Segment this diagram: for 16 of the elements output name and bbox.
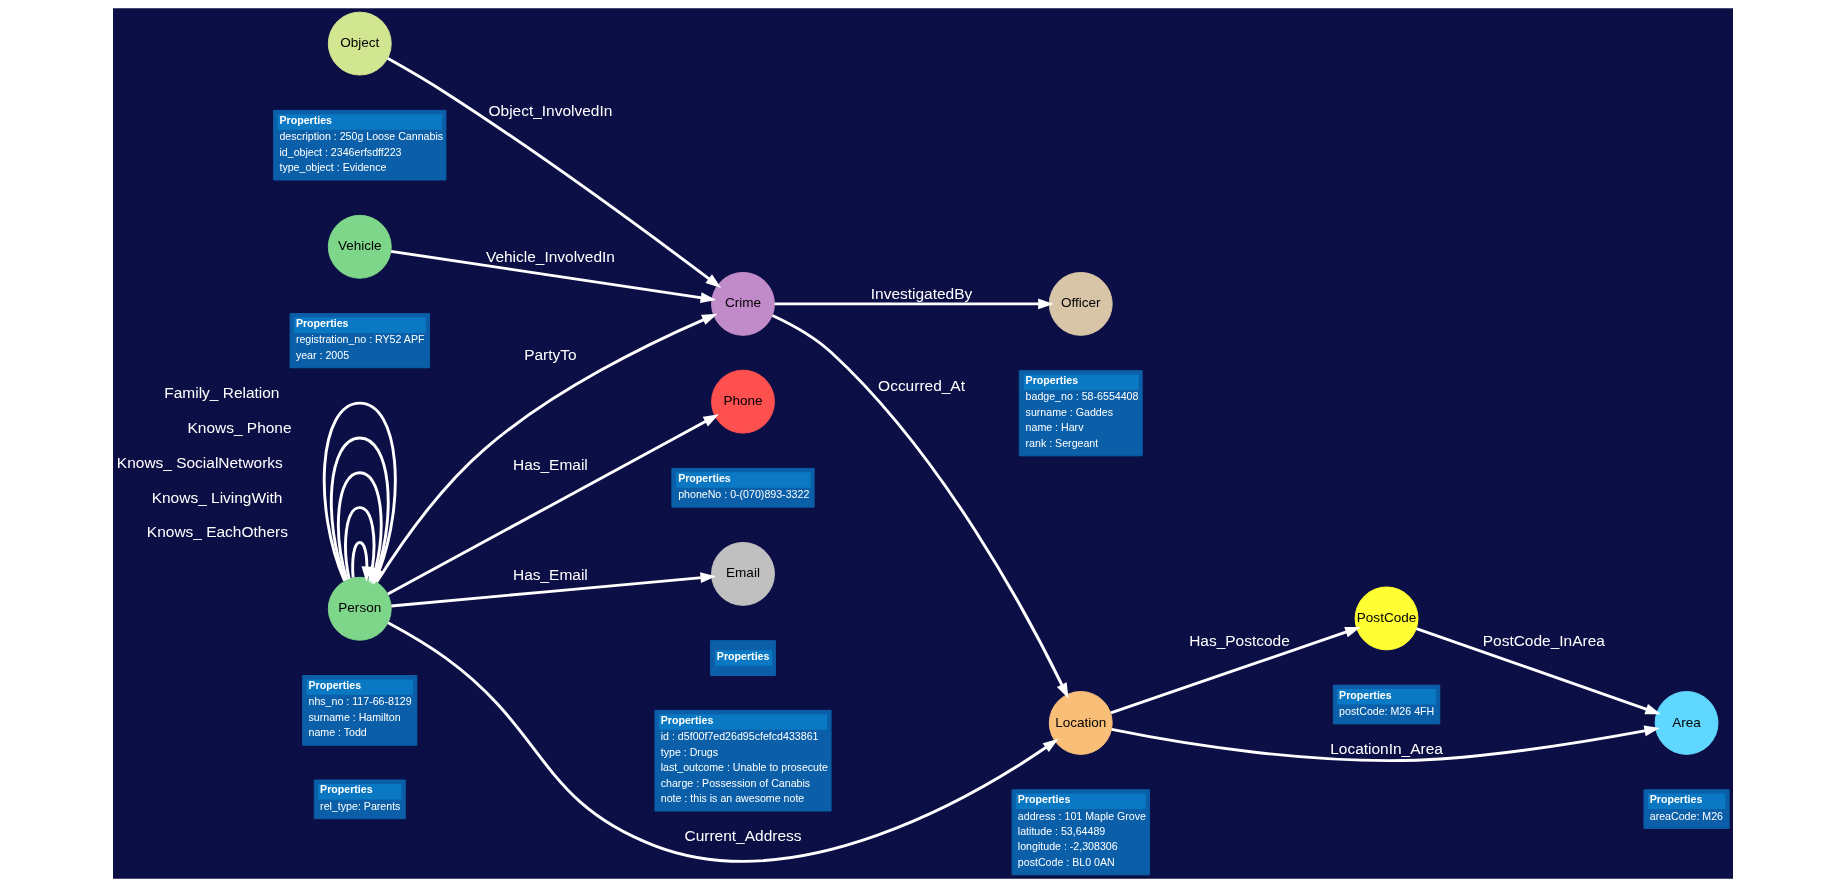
edge-label: Has_Email: [512, 566, 588, 584]
edge-label: Has_Postcode: [1188, 632, 1290, 650]
edge-label: Occurred_At: [877, 376, 965, 394]
edge-label: Knows_ Phone: [187, 418, 292, 436]
edge-label: Knows_ LivingWith: [151, 488, 282, 506]
edge-label: Family_ Relation: [163, 384, 279, 402]
edge-label: PostCode_InArea: [1482, 632, 1605, 650]
edge-label: Knows_ SocialNetworks: [116, 453, 283, 471]
edge-label: LocationIn_Area: [1329, 739, 1443, 757]
edge-label: Knows_ EachOthers: [146, 523, 288, 541]
edge-label: InvestigatedBy: [870, 284, 972, 302]
edge-label: Object_InvolvedIn: [488, 101, 612, 119]
edge-label: Vehicle_InvolvedIn: [485, 248, 615, 266]
edge-label: Has_Email: [512, 456, 588, 474]
edge-label: PartyTo: [523, 345, 577, 363]
edge-label: Current_Address: [684, 826, 801, 844]
